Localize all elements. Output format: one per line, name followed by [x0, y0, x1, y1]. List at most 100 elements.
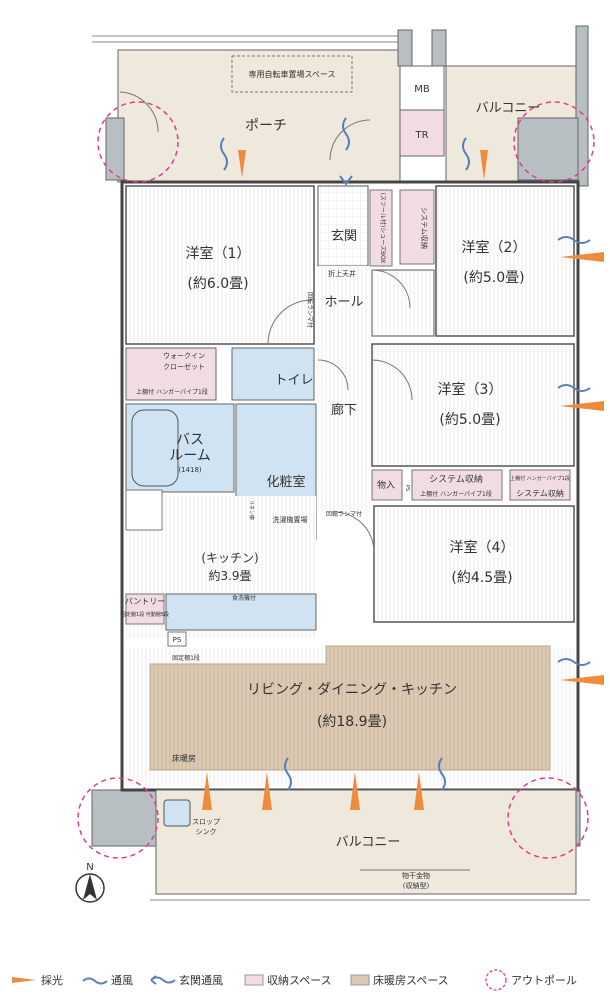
door-room2 [371, 269, 411, 309]
slop-sink [163, 799, 191, 827]
wind-icon [82, 977, 108, 985]
room3-floor [371, 343, 575, 467]
light-arrow [262, 772, 272, 810]
wind-mark [557, 384, 591, 392]
door-room4 [333, 511, 375, 553]
legend-wind-label: 通風 [111, 974, 133, 987]
system-storage-label-3: システム収納 [516, 488, 564, 498]
floor-heating-label: 床暖房 [172, 753, 196, 763]
outer-column-top-right [575, 25, 589, 187]
wic-line2: クローゼット [163, 362, 205, 371]
hanger-label-1: 上棚付 ハンガーパイプ1段 [420, 490, 492, 498]
wic-area [125, 347, 217, 401]
fixed-shelf-label: 固定棚1段 [172, 654, 200, 662]
wind-mark [284, 757, 292, 791]
legend-entrance-wind: 玄関通風 [150, 968, 223, 992]
wind-mark [438, 757, 446, 791]
hall-floor [318, 266, 370, 344]
kitchen-name: (キッチン) [201, 551, 258, 565]
light-arrow [202, 772, 212, 810]
door-room1 [267, 299, 313, 345]
shoes-box-label: (スツール付)シューズBOX [379, 193, 387, 264]
room1-name: 洋室（1） [186, 245, 251, 262]
tr-label: TR [414, 130, 428, 141]
mb-label: MB [414, 84, 430, 95]
corridor-floor [318, 344, 370, 510]
bath-line2: ルーム [169, 448, 211, 464]
ps-label-kitchen: PS [173, 636, 182, 644]
porch-area [117, 49, 401, 183]
legend-heating: 床暖房スペース [350, 968, 449, 992]
legend-light: 採光 [12, 968, 63, 992]
bath-size: (1418) [178, 466, 202, 474]
entrance-wind-icon [150, 975, 176, 985]
wind-mark [220, 137, 228, 171]
column-top-right [517, 117, 579, 181]
toilet-label: トイレ [274, 373, 313, 388]
storage-label: 物入 [377, 479, 395, 491]
ldk-name: リビング・ダイニング・キッチン [247, 682, 457, 698]
north-label: N [86, 862, 93, 873]
legend: 採光 通風 玄関通風 収納スペース 床暖房スペース アウトポール [0, 968, 610, 992]
mb-box [399, 65, 445, 111]
shoes-box [369, 189, 393, 267]
system-storage-label-2: システム収納 [429, 473, 483, 485]
kitchen-counter [165, 593, 317, 631]
door-room3 [371, 359, 413, 401]
outpole-top-left [97, 101, 179, 183]
ldk-size: (約18.9畳) [317, 714, 387, 730]
legend-storage-label: 収納スペース [267, 974, 332, 987]
storage-swatch-icon [244, 974, 264, 986]
porch-label: ポーチ [245, 118, 287, 134]
linen-label: リネン庫 [248, 500, 255, 520]
room4-floor [373, 505, 575, 623]
system-storage-room2-a [399, 189, 435, 265]
outpole-icon [485, 969, 507, 991]
light-arrow [414, 772, 424, 810]
room2-size: (約5.0畳) [463, 270, 524, 286]
wic-line1: ウォークイン [163, 352, 205, 360]
kitchen-size: 約3.9畳 [208, 568, 251, 583]
pantry-area [125, 593, 165, 625]
corridor-label: 廊下 [331, 402, 357, 418]
door-porch [119, 91, 159, 133]
system-storage-label-1: システム収納 [420, 207, 429, 249]
ps-label-room3: PS [404, 485, 410, 491]
door-toilet [317, 359, 349, 391]
room1-size: (約6.0畳) [187, 276, 248, 292]
room2-closet [371, 269, 435, 337]
storage-box [371, 469, 403, 501]
column-top-left [105, 117, 125, 181]
light-arrow [350, 772, 360, 810]
wind-mark [557, 236, 591, 244]
legend-wind: 通風 [82, 968, 133, 992]
room2-name: 洋室（2） [462, 239, 527, 256]
outpole-bottom-left [77, 777, 159, 859]
light-arrow [560, 401, 604, 411]
bath-line1: バス [176, 432, 204, 448]
slop-sink-line2: シンク [196, 828, 217, 836]
toilet-area [231, 347, 315, 401]
legend-outpole: アウトポール [484, 968, 577, 992]
column-bottom-left [91, 789, 159, 847]
bike-space-label: 専用自転車置場スペース [248, 69, 335, 79]
vanity-label: 化粧室 [266, 474, 305, 490]
light-arrow [238, 150, 246, 178]
laundry-rack-line2: (収納型) [403, 881, 430, 890]
heating-space [149, 645, 551, 771]
shaft-wall-2 [431, 29, 447, 67]
outpole-top-right [513, 101, 595, 183]
pantry-label: パントリー [125, 597, 165, 606]
entrance-label: 玄関 [331, 229, 357, 244]
entrance-floor [317, 185, 369, 267]
bath-tub [131, 409, 179, 487]
bike-space [231, 55, 353, 93]
laundry-rack-line1: 物干金物 [402, 871, 430, 880]
heating-swatch-icon [350, 974, 370, 986]
light-arrow [560, 675, 604, 685]
room3-name: 洋室（3） [438, 381, 503, 398]
light-arrow-icon [12, 977, 36, 983]
room3-size: (約5.0畳) [439, 412, 500, 428]
wind-mark [557, 658, 591, 666]
